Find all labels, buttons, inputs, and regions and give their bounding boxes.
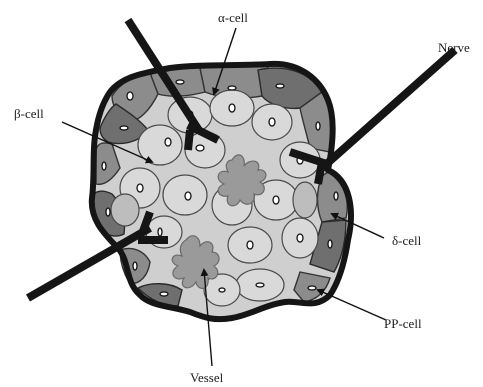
nucleus: [158, 228, 162, 236]
pp-cell-label: PP-cell: [384, 316, 422, 331]
nerve-right: [322, 50, 455, 168]
nucleus: [196, 145, 204, 151]
delta-cell-label: δ-cell: [392, 233, 422, 248]
vessel-label: Vessel: [190, 370, 224, 385]
nucleus: [334, 192, 338, 200]
beta-cell-label: β-cell: [14, 106, 44, 121]
nucleus: [219, 288, 225, 292]
nucleus: [106, 208, 110, 216]
nucleus: [120, 126, 128, 130]
nucleus: [165, 138, 171, 146]
nucleus: [185, 192, 191, 200]
nerve-end: [318, 162, 322, 184]
nucleus: [137, 184, 143, 192]
nucleus: [160, 292, 168, 296]
nerve-end: [188, 130, 190, 150]
nucleus: [273, 196, 279, 204]
alpha-cell-label: α-cell: [218, 10, 248, 25]
nerve-label: Nerve: [438, 40, 470, 55]
nucleus: [228, 86, 236, 90]
nucleus: [297, 234, 303, 242]
nucleus: [316, 122, 320, 130]
nucleus: [229, 104, 235, 112]
nucleus: [176, 80, 184, 84]
nucleus: [308, 286, 316, 290]
nucleus: [127, 92, 133, 100]
nucleus: [247, 241, 253, 249]
nucleus: [256, 283, 264, 287]
nucleus: [269, 118, 275, 126]
beta-cell: [111, 194, 139, 226]
islet: [92, 64, 351, 319]
nucleus: [328, 240, 332, 248]
pp-cell-pointer: [318, 290, 386, 320]
nucleus: [102, 162, 106, 170]
beta-cell: [293, 182, 317, 218]
nucleus: [133, 262, 137, 270]
nucleus: [276, 84, 284, 88]
